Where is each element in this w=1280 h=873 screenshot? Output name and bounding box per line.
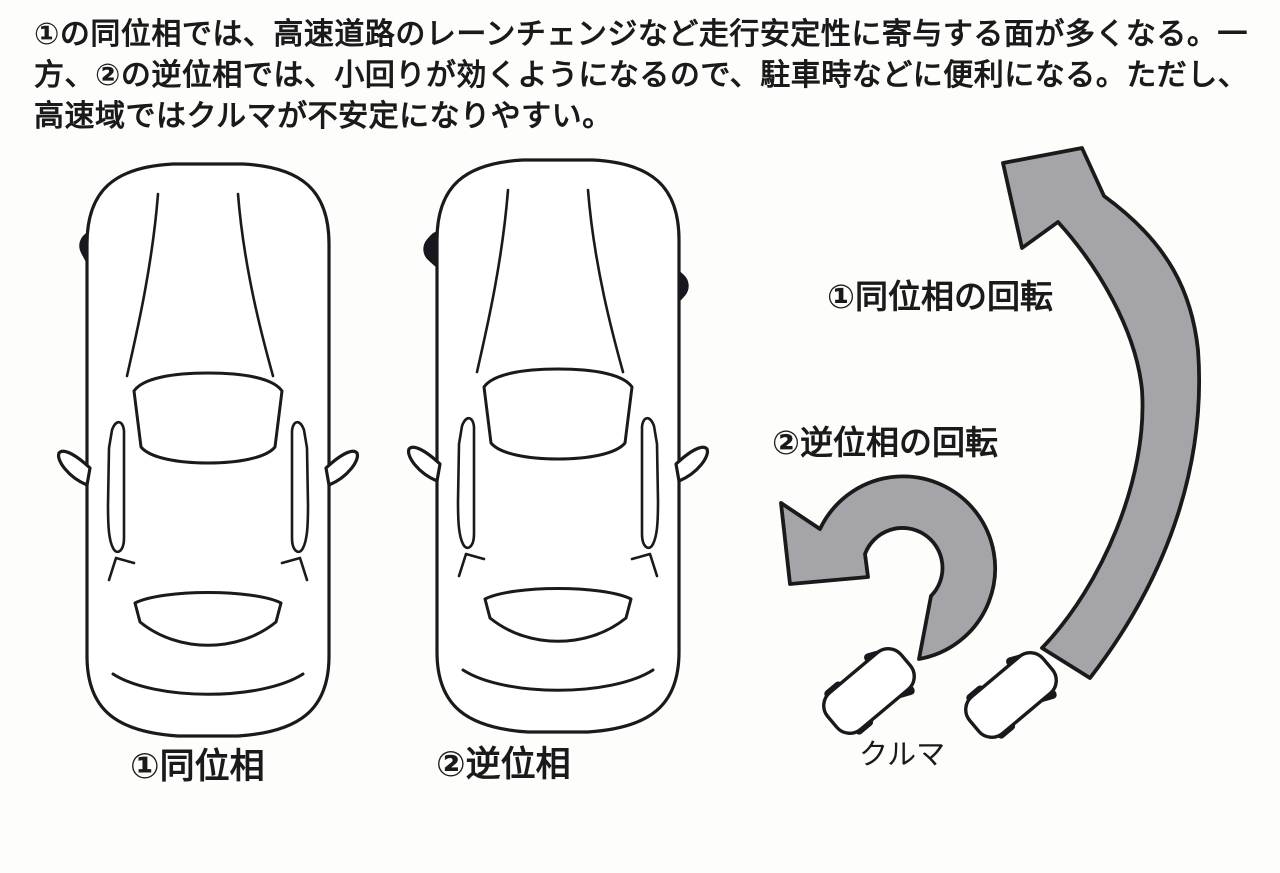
car-reverse-phase-diagram	[406, 158, 710, 734]
intro-text-line-1: ①の同位相では、高速道路のレーンチェンジなど走行安定性に寄与する面が多くなる。一	[34, 18, 1248, 51]
reverse-phase-rotation-arrow	[779, 474, 998, 661]
intro-paragraph: ①の同位相では、高速道路のレーンチェンジなど走行安定性に寄与する面が多くなる。一…	[34, 14, 1254, 137]
same-phase-rotation-arrow	[1001, 146, 1202, 680]
intro-text-line-2: 方、②の逆位相では、小回りが効くようになるので、駐車時などに便利になる。ただし、	[34, 59, 1249, 92]
intro-text-line-3: 高速域ではクルマが不安定になりやすい。	[34, 100, 613, 133]
label-reverse-phase-caption: ②逆位相	[436, 745, 571, 784]
small-car-reverse-phase	[810, 634, 929, 749]
car-same-phase-diagram	[56, 162, 360, 738]
label-reverse-phase-rotation: ②逆位相の回転	[772, 424, 998, 461]
small-car-same-phase	[952, 638, 1071, 753]
label-same-phase-caption: ①同位相	[130, 747, 265, 786]
label-same-phase-rotation: ①同位相の回転	[827, 278, 1053, 315]
label-small-cars: クルマ	[859, 739, 946, 771]
